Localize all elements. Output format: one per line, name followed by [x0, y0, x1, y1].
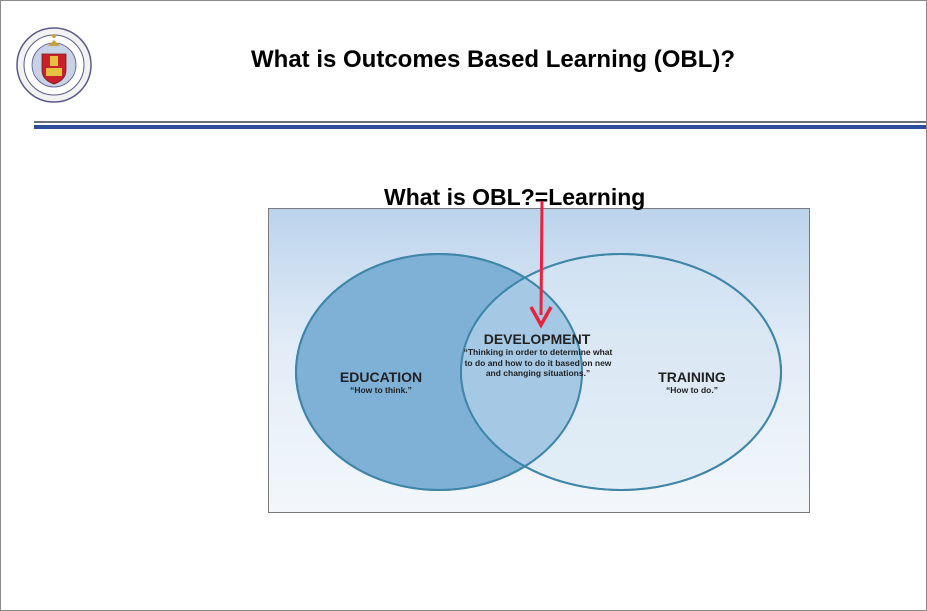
training-description: “How to do.”: [666, 385, 718, 395]
development-description: “Thinking in order to determine what to …: [463, 347, 613, 379]
title-divider-thick: [34, 125, 926, 129]
development-label: DEVELOPMENT: [483, 331, 591, 347]
diagram-heading: What is OBL?=Learning: [384, 184, 646, 210]
slide-title: What is Outcomes Based Learning (OBL)?: [251, 46, 736, 73]
venn-diagram-figure: [268, 208, 810, 513]
education-description: “How to think.”: [350, 385, 412, 395]
title-divider-thin: [34, 121, 926, 123]
command-seal-logo: [15, 26, 93, 104]
red-down-arrow-icon: [529, 201, 553, 329]
seal-icon: [16, 27, 92, 103]
training-label: TRAINING: [658, 369, 726, 385]
education-label: EDUCATION: [339, 369, 423, 385]
